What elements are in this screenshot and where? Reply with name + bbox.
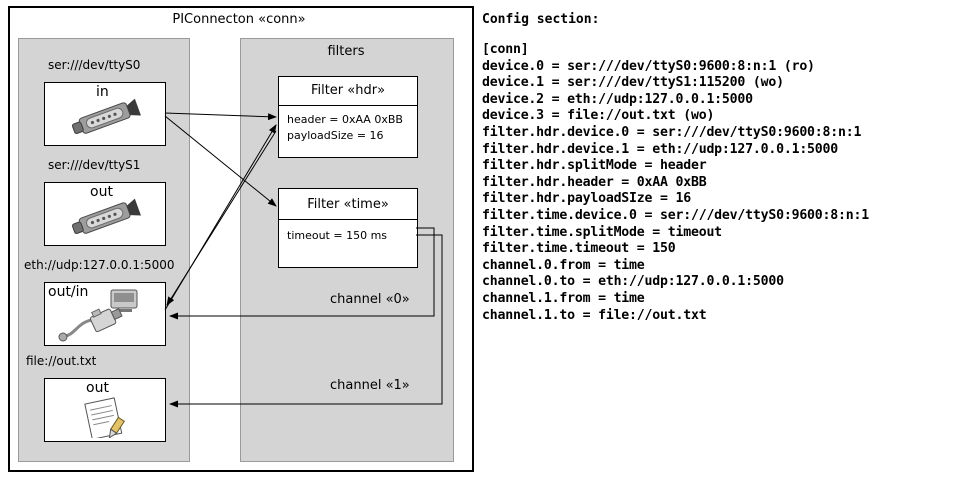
config-section: Config section: [conn] device.0 = ser://… [482, 8, 962, 478]
network-plug-icon [110, 289, 138, 312]
device-2-label: out/in [48, 284, 89, 300]
filter-hdr-box: Filter «hdr» header = 0xAA 0xBB payloadS… [278, 76, 418, 158]
filter-time-line-0: timeout = 150 ms [287, 229, 388, 242]
device-1-node [44, 182, 166, 246]
config-text: [conn] device.0 = ser:///dev/ttyS0:9600:… [482, 42, 869, 323]
filter-hdr-line-1: payloadSize = 16 [287, 129, 384, 142]
channel-0-label: channel «0» [330, 292, 410, 307]
device-1-caption: ser:///dev/ttyS1 [48, 158, 141, 172]
filters-panel-title: filters [327, 44, 365, 59]
architecture-diagram: PIConnecton «conn» ser:///dev/ttyS0 in s… [0, 0, 480, 484]
device-0-label: in [96, 84, 109, 100]
config-heading: Config section: [482, 12, 600, 27]
serial-port-icon [72, 198, 141, 234]
filter-hdr-title: Filter «hdr» [310, 83, 386, 98]
channel-1-label: channel «1» [330, 378, 410, 393]
serial-port-icon [72, 98, 141, 134]
connection-arrows [164, 112, 443, 408]
device-3-caption: file://out.txt [26, 354, 97, 368]
device-3-label: out [86, 380, 109, 396]
filter-time-title: Filter «time» [307, 197, 389, 212]
filter-time-box: Filter «time» timeout = 150 ms [278, 188, 418, 268]
network-plug-icon [58, 308, 123, 342]
filter-hdr-line-0: header = 0xAA 0xBB [287, 113, 403, 126]
device-1-label: out [90, 184, 113, 200]
device-2-caption: eth://udp:127.0.0.1:5000 [24, 258, 175, 272]
text-file-icon [84, 397, 125, 438]
device-0-caption: ser:///dev/ttyS0 [48, 58, 141, 72]
connector-title: PIConnecton «conn» [172, 12, 306, 27]
